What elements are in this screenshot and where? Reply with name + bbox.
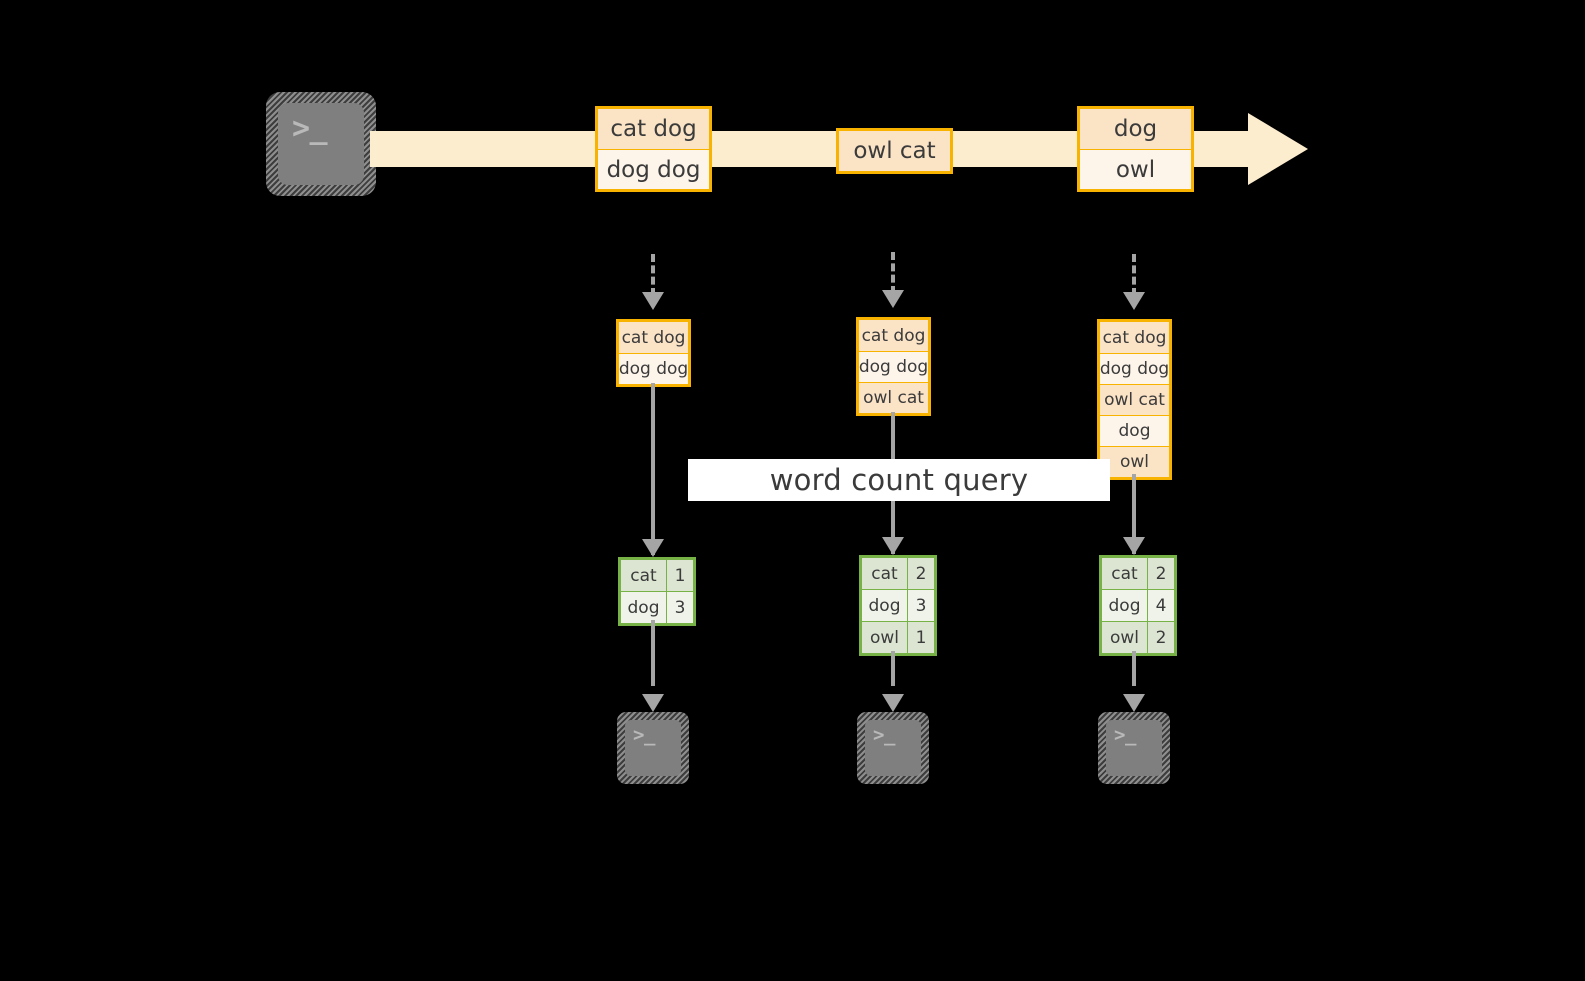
stream-batch-1: cat dog dog dog: [595, 106, 712, 192]
terminal-prompt-glyph: >_: [873, 724, 896, 746]
record-row: dog dog: [859, 351, 928, 382]
arrow-down-dashed-icon: [882, 290, 904, 308]
terminal-prompt-glyph: >_: [1114, 724, 1137, 746]
terminal-screen: [865, 720, 921, 776]
record-row: dog dog: [1100, 353, 1169, 384]
table-row: dog 3: [621, 591, 693, 623]
result-word: cat: [621, 560, 666, 591]
terminal-screen: [278, 103, 364, 185]
stream-batch-3: dog owl: [1077, 106, 1194, 192]
result-count: 2: [1147, 622, 1174, 653]
table-row: owl 2: [1102, 621, 1174, 653]
arrow-down-icon: [1123, 694, 1145, 712]
arrow-down-icon: [1123, 537, 1145, 555]
stream-record: cat dog: [598, 109, 709, 149]
result-count: 3: [907, 590, 934, 621]
result-count: 4: [1147, 590, 1174, 621]
stream-to-state-line-3: [1132, 254, 1136, 296]
record-row: cat dog: [859, 320, 928, 351]
source-terminal-icon: >_: [266, 92, 376, 196]
terminal-prompt-glyph: >_: [633, 724, 656, 746]
accumulated-records-3: cat dog dog dog owl cat dog owl: [1097, 319, 1172, 480]
table-row: cat 2: [1102, 558, 1174, 589]
record-row: owl cat: [1100, 384, 1169, 415]
terminal-screen: [625, 720, 681, 776]
table-row: cat 2: [862, 558, 934, 589]
table-row: cat 1: [621, 560, 693, 591]
arrow-down-icon: [642, 539, 664, 557]
record-row: owl: [1100, 446, 1169, 477]
terminal-prompt-glyph: >_: [292, 111, 328, 146]
sink-line-1: [651, 620, 655, 686]
sink-terminal-icon-3: >_: [1098, 712, 1170, 784]
result-count: 1: [666, 560, 693, 591]
stream-batch-2: owl cat: [836, 128, 953, 174]
result-word: owl: [1102, 622, 1147, 653]
sink-line-3: [1132, 651, 1136, 686]
query-line-3: [1132, 474, 1136, 554]
arrow-down-icon: [882, 694, 904, 712]
table-row: dog 3: [862, 589, 934, 621]
record-row: cat dog: [1100, 322, 1169, 353]
result-word: cat: [1102, 558, 1147, 589]
sink-line-2: [891, 651, 895, 686]
result-word: dog: [862, 590, 907, 621]
stream-record: dog dog: [598, 149, 709, 189]
sink-terminal-icon-2: >_: [857, 712, 929, 784]
result-word: dog: [1102, 590, 1147, 621]
record-row: owl cat: [859, 382, 928, 413]
stream-record: owl: [1080, 149, 1191, 189]
query-line-1: [651, 383, 655, 555]
result-count: 2: [1147, 558, 1174, 589]
terminal-screen: [1106, 720, 1162, 776]
table-row: owl 1: [862, 621, 934, 653]
result-table-3: cat 2 dog 4 owl 2: [1099, 555, 1177, 656]
stream-to-state-line-2: [891, 252, 895, 294]
result-table-1: cat 1 dog 3: [618, 557, 696, 626]
accumulated-records-2: cat dog dog dog owl cat: [856, 317, 931, 416]
stream-record: dog: [1080, 109, 1191, 149]
table-row: dog 4: [1102, 589, 1174, 621]
result-word: dog: [621, 592, 666, 623]
query-label: word count query: [769, 463, 1029, 497]
stream-arrow-head-icon: [1248, 113, 1308, 185]
result-count: 3: [666, 592, 693, 623]
record-row: dog: [1100, 415, 1169, 446]
arrow-down-dashed-icon: [642, 292, 664, 310]
arrow-down-icon: [642, 694, 664, 712]
result-word: cat: [862, 558, 907, 589]
sink-terminal-icon-1: >_: [617, 712, 689, 784]
arrow-down-dashed-icon: [1123, 292, 1145, 310]
stream-record: owl cat: [839, 131, 950, 171]
stream-to-state-line-1: [651, 254, 655, 296]
result-table-2: cat 2 dog 3 owl 1: [859, 555, 937, 656]
query-label-band: word count query: [688, 459, 1110, 501]
record-row: cat dog: [619, 322, 688, 353]
result-word: owl: [862, 622, 907, 653]
arrow-down-icon: [882, 537, 904, 555]
accumulated-records-1: cat dog dog dog: [616, 319, 691, 387]
result-count: 1: [907, 622, 934, 653]
record-row: dog dog: [619, 353, 688, 384]
result-count: 2: [907, 558, 934, 589]
